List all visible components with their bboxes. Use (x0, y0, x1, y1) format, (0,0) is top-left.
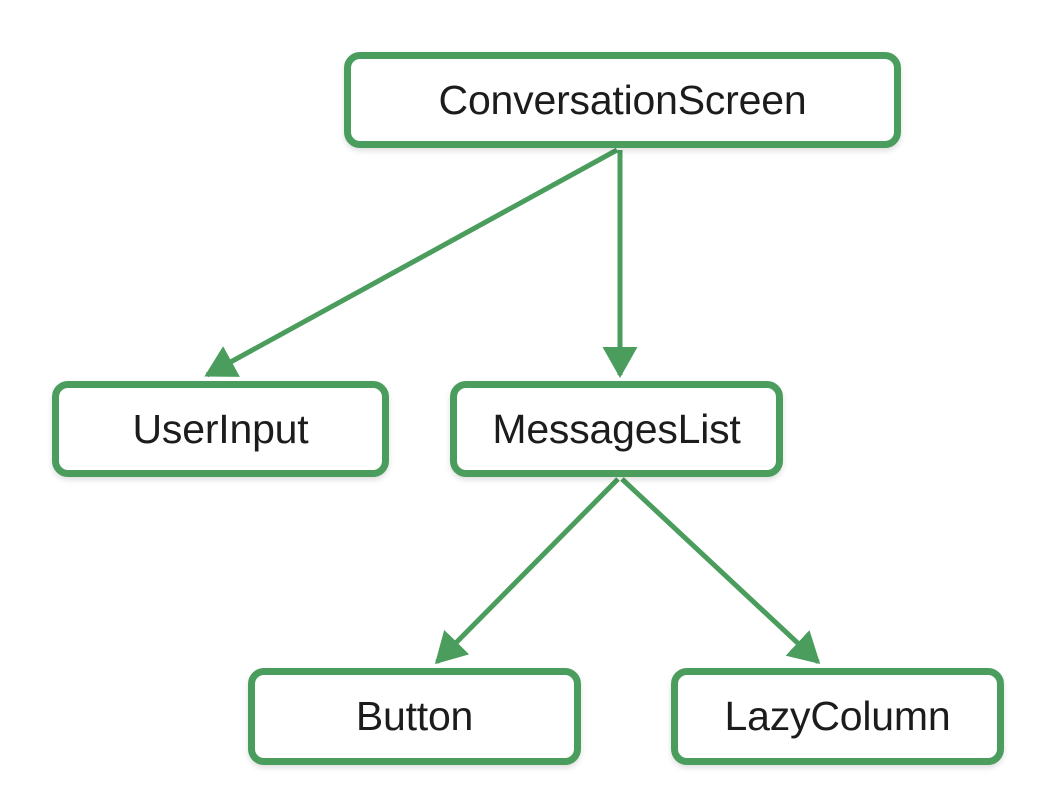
edge-messageslist-button (434, 477, 620, 665)
node-userinput[interactable]: UserInput (52, 381, 389, 477)
node-lazycolumn[interactable]: LazyColumn (671, 668, 1004, 765)
node-button[interactable]: Button (248, 668, 581, 765)
node-label: ConversationScreen (438, 76, 807, 123)
edge-conversationscreen-userinput (204, 147, 619, 378)
node-label: Button (355, 693, 474, 739)
node-messageslist[interactable]: MessagesList (450, 381, 783, 477)
node-label: LazyColumn (724, 693, 951, 739)
node-label: UserInput (132, 405, 309, 452)
edge-messageslist-lazycolumn (620, 477, 821, 665)
node-label: MessagesList (492, 405, 741, 452)
node-conversationscreen[interactable]: ConversationScreen (344, 52, 901, 148)
